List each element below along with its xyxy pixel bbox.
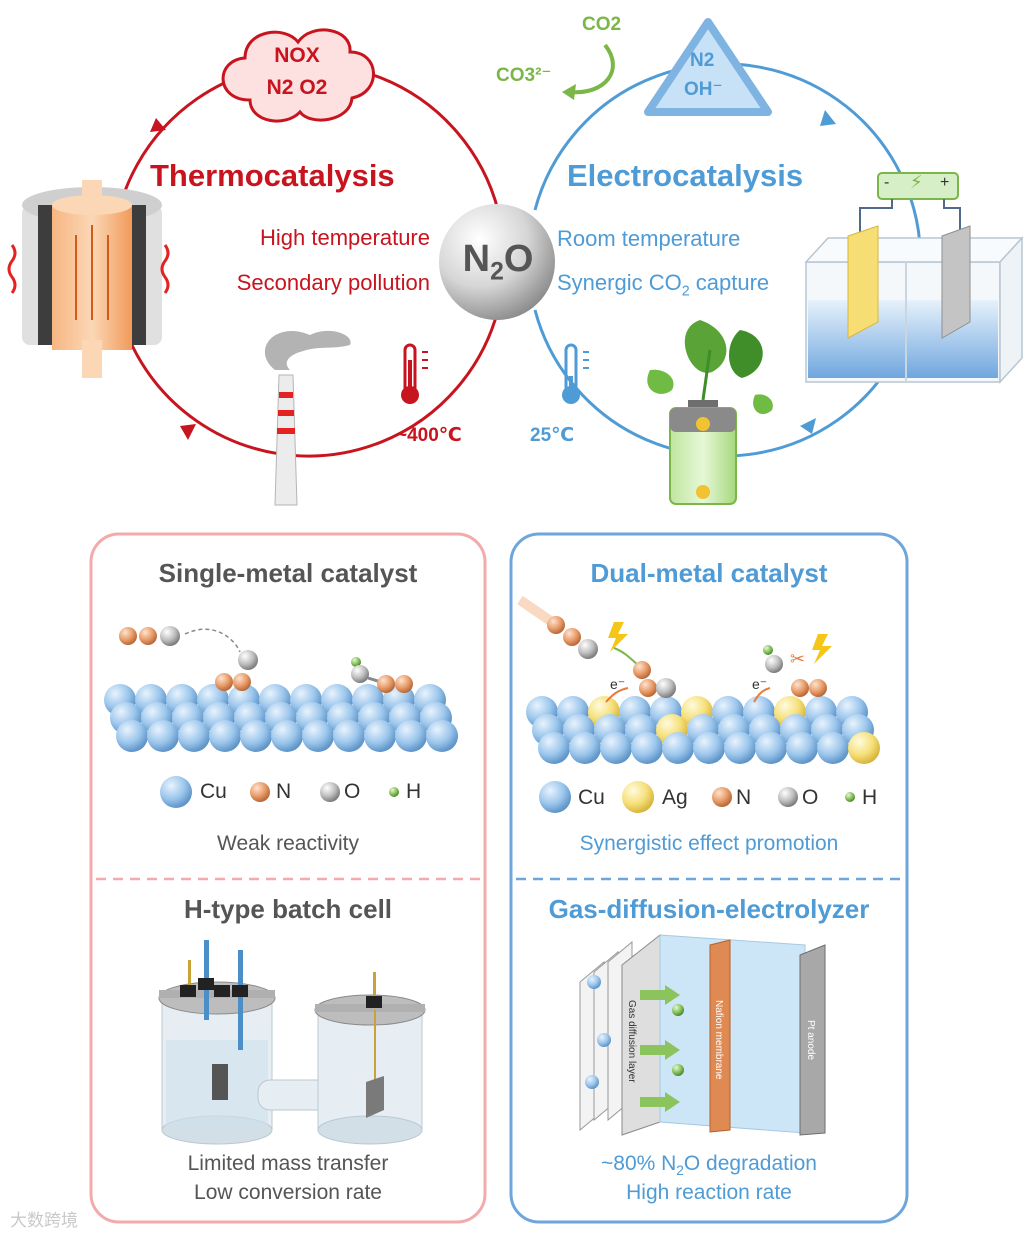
lattice-atom — [116, 720, 148, 752]
left-legend-o: O — [344, 780, 361, 803]
co2-label: CO2 — [582, 14, 622, 35]
gas-diffusion-layer-label: Gas diffusion layer — [626, 1000, 637, 1083]
h-type-caption-1: Limited mass transfer — [187, 1152, 389, 1175]
electron-label-1: e⁻ — [610, 676, 626, 692]
arrow-down-icon — [800, 418, 816, 434]
right-legend-o: O — [802, 786, 819, 809]
left-legend-h: H — [406, 780, 422, 803]
lattice-atom — [426, 720, 458, 752]
electrochemical-cell-icon — [804, 172, 1024, 384]
dual-metal-surface — [526, 696, 880, 764]
lattice-atom — [817, 732, 849, 764]
lattice-atom — [302, 720, 334, 752]
electron-label-2: e⁻ — [752, 676, 768, 692]
left-legend-n: N — [276, 780, 292, 803]
pollution-cloud — [221, 28, 375, 123]
lattice-atom — [724, 732, 756, 764]
chimney-icon — [264, 330, 351, 506]
cloud-text-n2-o2: N2 O2 — [266, 76, 328, 99]
scissors-icon: ✂ — [790, 649, 805, 670]
pt-anode-label: Pt anode — [805, 1020, 816, 1060]
recycle-triangle-icon — [644, 18, 772, 116]
lattice-atom — [538, 732, 570, 764]
arrow-up-icon — [820, 110, 836, 126]
triangle-oh: OH⁻ — [684, 79, 723, 100]
lattice-atom — [147, 720, 179, 752]
arrow-down-icon — [180, 424, 196, 440]
single-metal-caption: Weak reactivity — [217, 832, 359, 855]
green-battery-icon — [647, 320, 773, 505]
lattice-atom — [662, 732, 694, 764]
h-type-title: H-type batch cell — [183, 894, 393, 924]
right-legend-ag: Ag — [662, 786, 688, 809]
gde-title: Gas-diffusion-electrolyzer — [548, 894, 870, 924]
power-plus: + — [940, 174, 950, 191]
thermo-line-2: Secondary pollution — [236, 270, 430, 295]
electro-line-2: Synergic CO2 capture — [557, 270, 770, 300]
dual-metal-caption: Synergistic effect promotion — [579, 832, 839, 855]
lattice-atom — [271, 720, 303, 752]
left-legend-spheres — [160, 776, 399, 808]
lattice-atom — [848, 732, 880, 764]
cloud-text-nox: NOX — [274, 44, 320, 67]
n2o-label: N2O — [462, 238, 534, 286]
right-legend-spheres — [539, 781, 855, 813]
lattice-atom — [395, 720, 427, 752]
single-metal-title: Single-metal catalyst — [158, 558, 418, 588]
lattice-atom — [631, 732, 663, 764]
co3-label: CO3²⁻ — [496, 65, 552, 86]
single-metal-molecules — [119, 626, 413, 693]
right-legend-h: H — [862, 786, 878, 809]
co2-arrow-icon — [569, 43, 615, 95]
lattice-atom — [178, 720, 210, 752]
electro-line-1: Room temperature — [557, 226, 741, 251]
watermark: 大数跨境 — [10, 1211, 78, 1230]
lightning-icon — [608, 622, 628, 652]
h-type-caption-2: Low conversion rate — [194, 1181, 382, 1204]
power-bolt-icon: ⚡ — [910, 172, 923, 192]
left-legend-cu: Cu — [200, 780, 227, 803]
lattice-atom — [755, 732, 787, 764]
lightning-icon — [812, 634, 832, 664]
single-metal-surface — [104, 684, 458, 752]
dual-metal-molecules: ✂ — [517, 595, 832, 703]
electrocatalysis-title: Electrocatalysis — [567, 158, 804, 193]
lattice-atom — [569, 732, 601, 764]
gde-caption-1: ~80% N2O degradation — [601, 1152, 817, 1179]
gas-diffusion-electrolyzer-icon: Gas diffusion layer Nafion membrane Pt a… — [579, 933, 826, 1136]
power-minus: - — [884, 174, 890, 191]
n2o-sphere — [439, 204, 555, 320]
right-legend-cu: Cu — [578, 786, 605, 809]
arrow-up-icon — [150, 118, 166, 132]
right-legend-n: N — [736, 786, 752, 809]
thermo-line-1: High temperature — [260, 225, 430, 250]
gde-caption-2: High reaction rate — [626, 1181, 792, 1204]
reactor-icon — [7, 180, 170, 378]
lattice-atom — [786, 732, 818, 764]
dual-metal-title: Dual-metal catalyst — [590, 558, 828, 588]
lattice-atom — [600, 732, 632, 764]
nafion-membrane-label: Nafion membrane — [713, 1000, 724, 1080]
lattice-atom — [693, 732, 725, 764]
triangle-n2: N2 — [690, 50, 715, 71]
lattice-atom — [364, 720, 396, 752]
lattice-atom — [333, 720, 365, 752]
lattice-atom — [209, 720, 241, 752]
h-type-cell-icon — [158, 940, 426, 1145]
lattice-atom — [240, 720, 272, 752]
electro-temp: 25℃ — [530, 425, 575, 446]
thermometer-hot-icon — [401, 343, 428, 404]
thermocatalysis-title: Thermocatalysis — [150, 158, 395, 193]
thermometer-cool-icon — [562, 343, 589, 404]
thermo-temp: ~400℃ — [396, 425, 462, 446]
